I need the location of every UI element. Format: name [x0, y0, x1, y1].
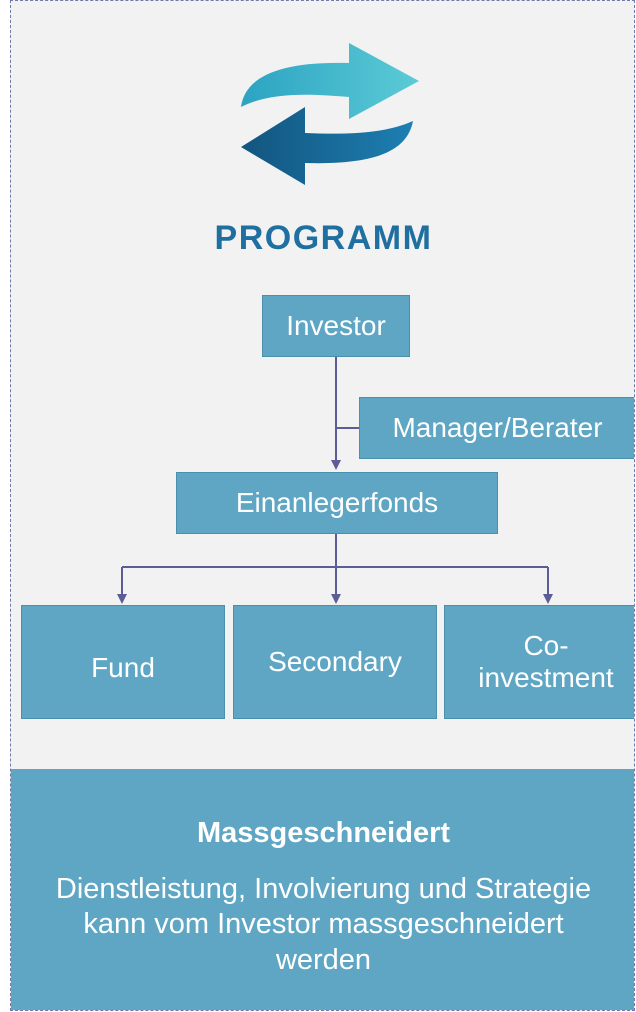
footer-description: Dienstleistung, Involvierung und Strateg…: [55, 873, 592, 976]
page-title: PROGRAMM: [214, 219, 433, 257]
node-secondary: Secondary: [233, 605, 437, 719]
node-co-investment: Co- investment: [444, 605, 634, 719]
arrow-right-icon: [241, 43, 419, 119]
node-fund: Fund: [21, 605, 225, 719]
cycle-arrows-icon: [241, 43, 419, 185]
footer-heading: Massgeschneidert: [196, 817, 451, 849]
node-einanlegerfonds: Einanlegerfonds: [176, 472, 498, 534]
node-investor: Investor: [262, 295, 410, 357]
programm-panel: PROGRAMM Investor Manager/Berater Einanl…: [10, 0, 635, 1011]
arrow-left-icon: [241, 107, 413, 185]
node-manager-berater: Manager/Berater: [359, 397, 634, 459]
footer-panel: Massgeschneidert Dienstleistung, Involvi…: [11, 769, 634, 1010]
